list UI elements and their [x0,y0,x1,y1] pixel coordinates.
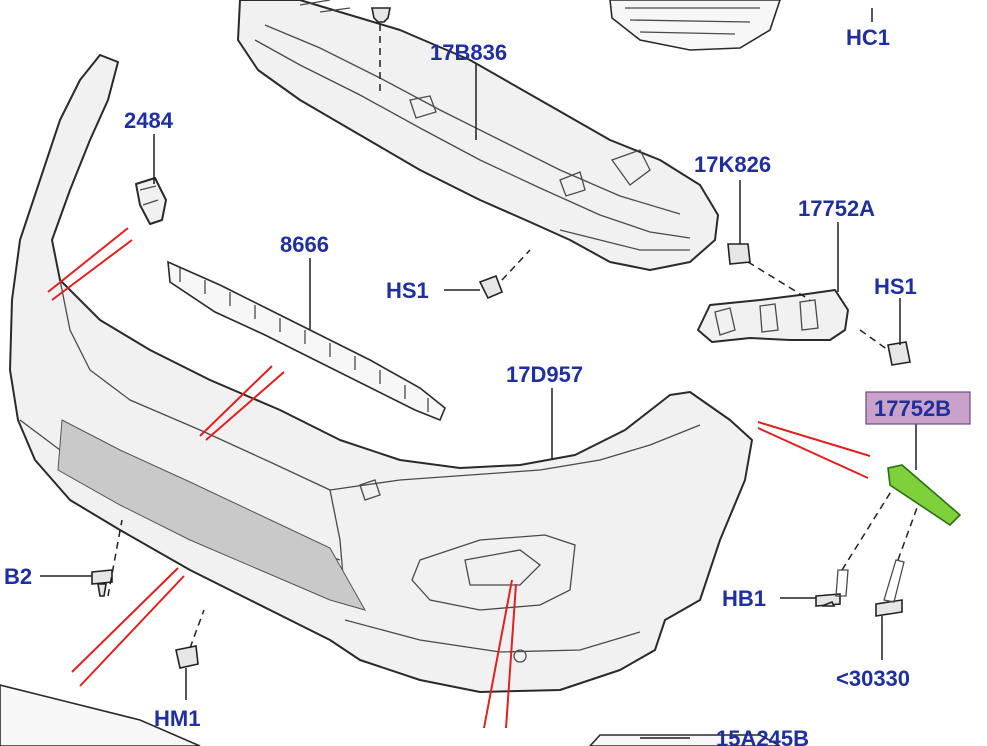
fastener-30330 [875,559,905,617]
callout-17752a: 17752A [798,196,875,221]
callout-hs1-right: HS1 [874,274,917,299]
callout-17b836: 17B836 [430,40,507,65]
callout-labels: HC1 17B836 2484 17K826 17752A 8666 HS1 H… [4,25,951,746]
callout-17d957: 17D957 [506,362,583,387]
fastener-hs1-right [887,341,911,366]
fastener-17k826 [727,243,751,265]
assembly-dashed-lines [107,24,919,649]
callout-highlight-17752b [865,391,971,425]
callout-15a245b: 15A245B [716,726,809,746]
callout-b2: B2 [4,564,32,589]
callout-30330: <30330 [836,666,910,691]
callout-2484: 2484 [124,108,174,133]
bracket-2484 [135,177,167,225]
undertray-15a245b [0,684,781,746]
bracket-17752a [697,289,849,343]
fastener-screw-top [371,7,391,23]
red-annotation-lines [47,227,871,729]
grille-part-hc1 [609,0,781,51]
fastener-b2 [91,569,113,597]
callout-hc1: HC1 [846,25,890,50]
callout-17k826: 17K826 [694,152,771,177]
callout-8666: 8666 [280,232,329,257]
fastener-hm1 [175,645,199,669]
bumper-cover-17d957 [9,54,753,693]
fastener-hs1-left [478,274,504,300]
fastener-hb1 [815,569,849,607]
leader-lines [40,8,917,739]
callout-17752b: 17752B [874,396,951,421]
callout-hs1-left: HS1 [386,278,429,303]
trim-strip-8666 [167,260,446,422]
bumper-beam-17b836 [237,0,719,271]
callout-hm1: HM1 [154,706,200,731]
highlighted-part-17752b [887,464,962,527]
callout-hb1: HB1 [722,586,766,611]
